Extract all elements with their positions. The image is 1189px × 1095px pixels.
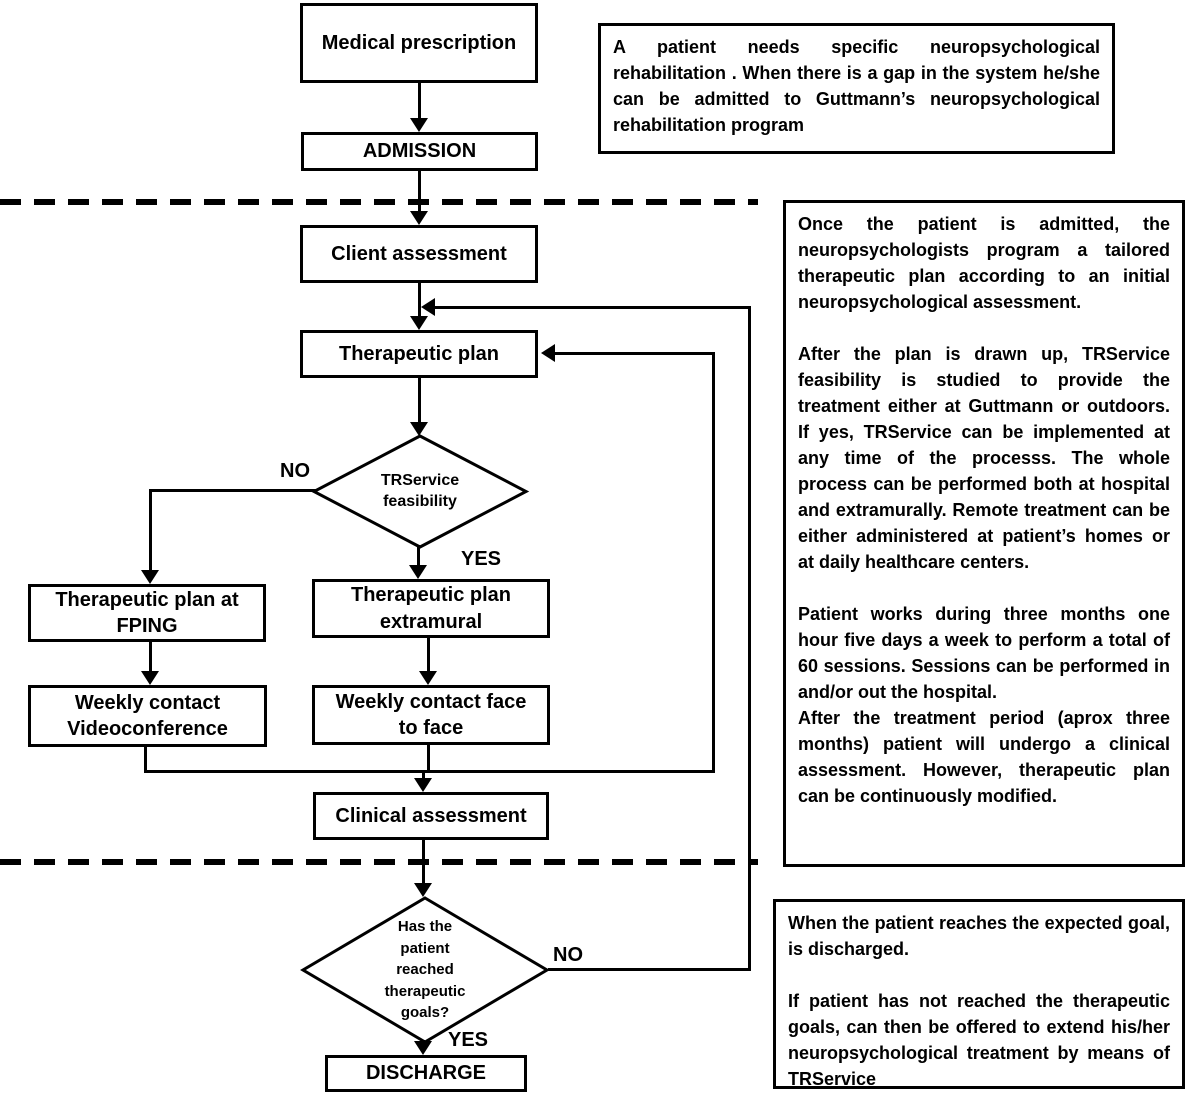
node-client-assessment: Client assessment <box>300 225 538 283</box>
note-treatment-p3: Patient works during three months one ho… <box>798 604 1170 702</box>
note-discharge: When the patient reaches the expected go… <box>773 899 1185 1089</box>
edge-therapeuticplan-feasibility <box>418 378 421 424</box>
edge-feasibility-no-horizontal <box>149 489 317 492</box>
edge-clinical-goals <box>422 840 425 885</box>
label-goals-yes: YES <box>448 1029 489 1051</box>
arrowhead-into-fping <box>141 570 159 584</box>
edge-admission-clientassessment <box>418 171 421 212</box>
arrowhead-goals-feedback <box>421 298 435 316</box>
arrowhead-into-facetoface <box>419 671 437 685</box>
edge-feasibility-no-vertical <box>149 489 152 572</box>
phase-divider-bottom <box>0 859 758 865</box>
node-clinical-assessment: Clinical assessment <box>313 792 549 840</box>
label-feasibility-no: NO <box>280 460 310 482</box>
edge-feasibility-yes-vertical <box>417 545 420 567</box>
note-treatment-p2: After the plan is drawn up, TRService fe… <box>798 344 1170 572</box>
edge-prescription-admission <box>418 83 421 120</box>
arrowhead-weekly-feedback <box>541 344 555 362</box>
diamond-trservice-feasibility <box>310 434 530 549</box>
node-weekly-contact-face-to-face: Weekly contact face to face <box>312 685 550 745</box>
arrowhead-into-feasibility <box>410 422 428 436</box>
node-medical-prescription: Medical prescription <box>300 3 538 83</box>
phase-divider-top <box>0 199 758 205</box>
edge-weekly-feedback-vertical <box>712 352 715 773</box>
label-feasibility-yes: YES <box>461 548 502 570</box>
node-weekly-contact-videoconference: Weekly contact Videoconference <box>28 685 267 747</box>
arrowhead-into-client-assessment <box>410 211 428 225</box>
arrowhead-into-extramural <box>409 565 427 579</box>
label-goals-no: NO <box>553 944 583 966</box>
node-admission: ADMISSION <box>301 132 538 171</box>
diamond-trservice-feasibility-label: TRService feasibility <box>380 472 460 510</box>
edge-collector-horizontal <box>144 770 715 773</box>
note-admission: A patient needs specific neuropsychologi… <box>598 23 1115 154</box>
edge-videoconference-collector <box>144 747 147 773</box>
arrowhead-into-videoconference <box>141 671 159 685</box>
node-therapeutic-plan-fping: Therapeutic plan at FPING <box>28 584 266 642</box>
edge-goals-no-horizontal <box>548 968 751 971</box>
edge-extramural-facetoface <box>427 638 430 673</box>
edge-fping-videoconference <box>149 642 152 673</box>
edge-weekly-feedback-horizontal <box>554 352 715 355</box>
edge-clientassessment-therapeuticplan <box>418 283 421 317</box>
note-discharge-p2: If patient has not reached the therapeut… <box>788 991 1170 1089</box>
note-treatment-p1: Once the patient is admitted, the neurop… <box>798 214 1170 312</box>
node-discharge: DISCHARGE <box>325 1055 527 1092</box>
arrowhead-into-goals <box>414 883 432 897</box>
diamond-goals-decision-label: Has the patient reached therapeutic goal… <box>384 918 466 1021</box>
note-treatment-p4: After the treatment period (aprox three … <box>798 708 1170 806</box>
note-discharge-p1: When the patient reaches the expected go… <box>788 913 1170 959</box>
edge-collector-clinical <box>422 770 425 780</box>
arrowhead-into-discharge <box>414 1041 432 1055</box>
edge-goals-feedback-vertical <box>748 306 751 971</box>
edge-goals-feedback-horizontal <box>434 306 751 309</box>
edge-facetoface-collector <box>427 745 430 773</box>
node-therapeutic-plan: Therapeutic plan <box>300 330 538 378</box>
arrowhead-into-admission <box>410 118 428 132</box>
note-treatment: Once the patient is admitted, the neurop… <box>783 200 1185 867</box>
arrowhead-into-clinical-assessment <box>414 778 432 792</box>
arrowhead-into-therapeutic-plan <box>410 316 428 330</box>
note-admission-text: A patient needs specific neuropsychologi… <box>613 37 1100 135</box>
node-therapeutic-plan-extramural: Therapeutic plan extramural <box>312 579 550 638</box>
